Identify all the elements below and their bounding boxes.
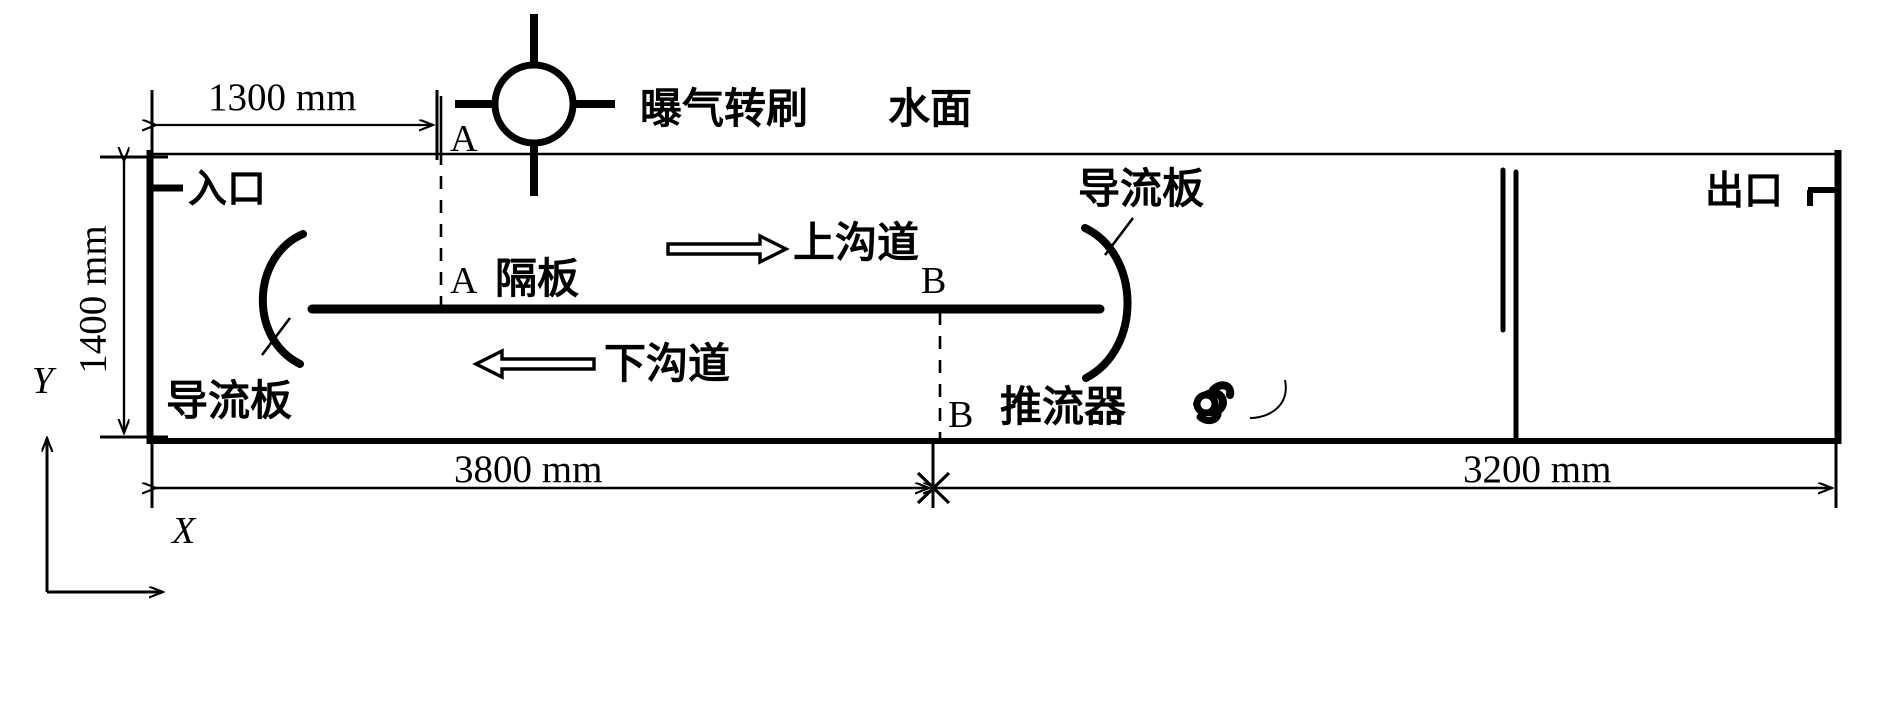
- leader-line-guide-right: [1103, 217, 1135, 256]
- guide-plate-right-label: 导流板: [1078, 164, 1205, 213]
- outlet-label: 出口: [1705, 169, 1784, 214]
- dimension-1300-label: 1300 mm: [208, 76, 357, 119]
- dimension-1400-label: 1400 mm: [71, 225, 115, 374]
- dimension-3800-label: 3800 mm: [454, 448, 603, 491]
- thruster-label: 推流器: [1000, 382, 1127, 431]
- guide-plate-left-label: 导流板: [166, 376, 293, 425]
- upper-channel-label: 上沟道: [793, 218, 920, 267]
- section-mark-b-bottom: B: [948, 394, 974, 436]
- aeration-brush-label: 曝气转刷: [640, 84, 809, 133]
- aeration-rotor-icon: [455, 14, 615, 196]
- dimension-1400: [100, 157, 168, 439]
- dimension-3200: [937, 441, 1838, 508]
- water-surface-label: 水面: [888, 84, 973, 133]
- coordinate-axes: [47, 438, 163, 592]
- section-mark-a-top: A: [450, 118, 478, 160]
- tank-outline: [146, 150, 1842, 444]
- guide-plate-left-shape: [258, 230, 307, 368]
- outlet-port: [1807, 187, 1838, 206]
- section-mark-a-mid: A: [450, 260, 478, 302]
- thruster-icon: [1193, 379, 1287, 425]
- lower-channel-label: 下沟道: [604, 339, 731, 388]
- inlet-label: 入口: [188, 167, 267, 212]
- section-mark-b-top: B: [921, 260, 947, 302]
- thruster-leader: [1249, 379, 1287, 419]
- axis-x-label: X: [172, 510, 196, 552]
- dimension-1300: [152, 90, 439, 160]
- flow-arrow-left-icon: [472, 348, 596, 380]
- outlet-weir-bars: [1500, 167, 1519, 444]
- dimension-3800: [152, 441, 935, 508]
- baffle-plate-label: 隔板: [495, 254, 580, 303]
- guide-plate-right-shape: [1081, 217, 1135, 382]
- dimension-3200-label: 3200 mm: [1463, 448, 1612, 491]
- axis-y-label: Y: [32, 360, 54, 402]
- leader-line-guide-left: [260, 317, 292, 356]
- flow-arrow-right-icon: [666, 233, 790, 265]
